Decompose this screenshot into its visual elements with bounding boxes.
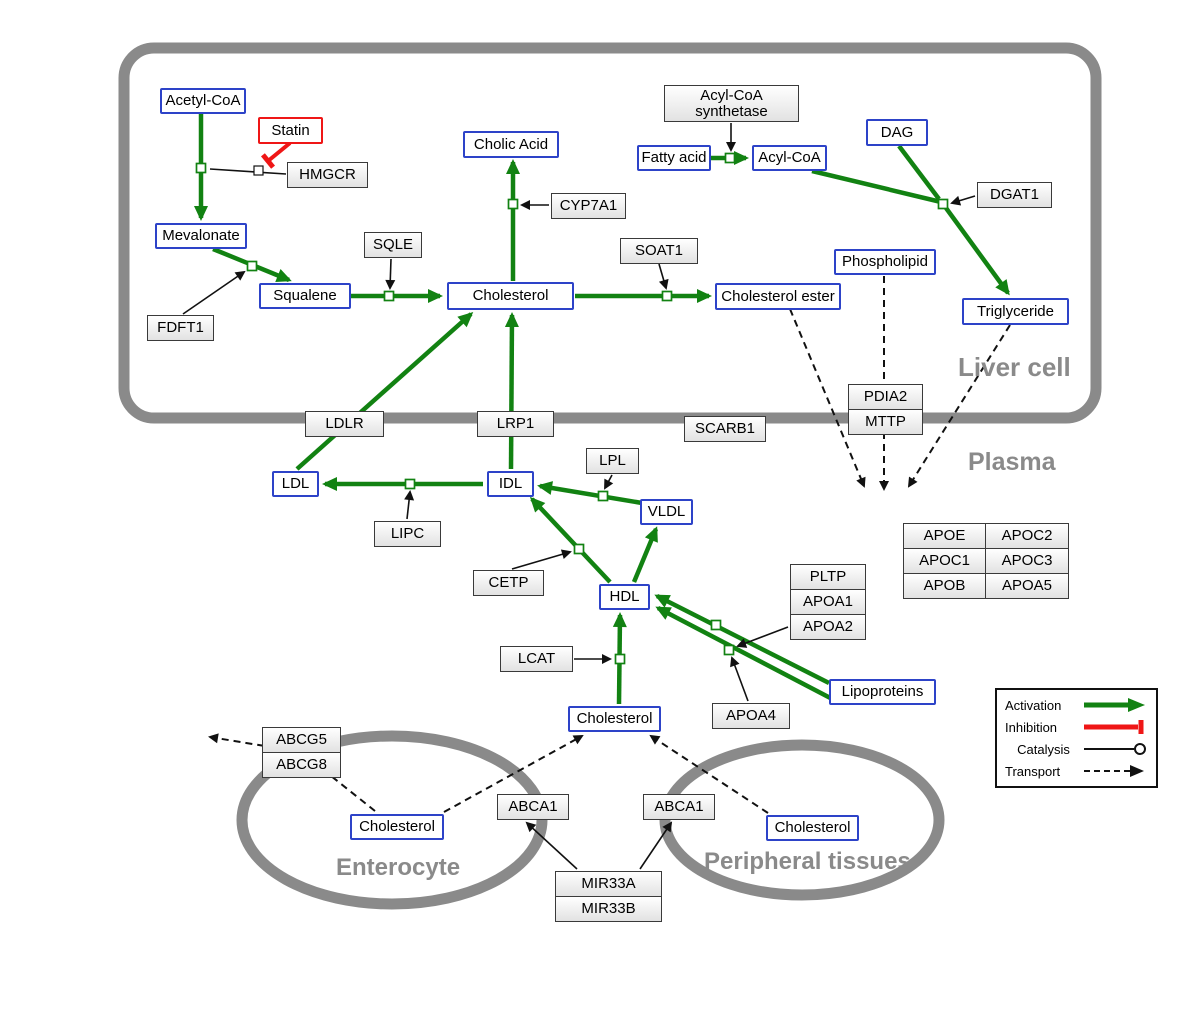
node-lpl[interactable]: LPL [586,448,639,474]
node-triglyceride[interactable]: Triglyceride [962,298,1069,325]
activation-edges [194,114,1010,705]
transport-dashed-arrow-icon [1084,765,1144,777]
catalysis-circle-icon [1084,743,1146,755]
node-pltp[interactable]: PLTP [790,564,866,590]
node-cyp7a1[interactable]: CYP7A1 [551,193,626,219]
node-apoc2[interactable]: APOC2 [985,523,1069,549]
node-mir33a[interactable]: MIR33A [555,871,662,897]
node-soat1[interactable]: SOAT1 [620,238,698,264]
node-apoa1[interactable]: APOA1 [790,589,866,615]
node-mir33b[interactable]: MIR33B [555,896,662,922]
node-statin[interactable]: Statin [258,117,323,144]
node-vldl[interactable]: VLDL [640,499,693,525]
enterocyte-label: Enterocyte [336,854,461,881]
inhibition-edge [260,141,292,169]
node-fatty-acid[interactable]: Fatty acid [637,145,711,171]
node-ldl[interactable]: LDL [272,471,319,497]
node-cholesterol-enterocyte[interactable]: Cholesterol [350,814,444,840]
node-cholesterol-plasma[interactable]: Cholesterol [568,706,661,732]
node-hdl[interactable]: HDL [599,584,650,610]
node-dag[interactable]: DAG [866,119,928,146]
node-acyl-coa[interactable]: Acyl-CoA [752,145,827,171]
node-apoa4[interactable]: APOA4 [712,703,790,729]
acyl-coa-synthetase-line2: synthetase [695,102,768,120]
node-pdia2[interactable]: PDIA2 [848,384,923,410]
node-cholic-acid[interactable]: Cholic Acid [463,131,559,158]
node-acetyl-coa-start[interactable]: Acetyl-CoA [160,88,246,114]
node-lipc[interactable]: LIPC [374,521,441,547]
legend-catalysis-row: Catalysis [1005,738,1148,760]
node-phospholipid[interactable]: Phospholipid [834,249,936,275]
node-fdft1[interactable]: FDFT1 [147,315,214,341]
node-apoe[interactable]: APOE [903,523,986,549]
node-apoc1[interactable]: APOC1 [903,548,986,574]
legend-inhibition-row: Inhibition [1005,716,1148,738]
transport-edges [208,276,1011,814]
compartment-outlines [118,42,1102,910]
peripheral-tissues-outline [659,739,945,901]
node-abcg5[interactable]: ABCG5 [262,727,341,753]
node-abca1-enterocyte[interactable]: ABCA1 [497,794,569,820]
node-ldlr[interactable]: LDLR [305,411,384,437]
node-cholesterol-ester[interactable]: Cholesterol ester [715,283,841,310]
node-apoa5[interactable]: APOA5 [985,573,1069,599]
catalysis-edges [182,123,976,870]
node-mevalonate[interactable]: Mevalonate [155,223,247,249]
acyl-coa-synthetase-line1: Acyl-CoA [700,86,763,104]
node-apob[interactable]: APOB [903,573,986,599]
legend-activation-row: Activation [1005,694,1148,716]
node-lipoproteins[interactable]: Lipoproteins [829,679,936,705]
node-cetp[interactable]: CETP [473,570,544,596]
node-hmgcr[interactable]: HMGCR [287,162,368,188]
node-apoc3[interactable]: APOC3 [985,548,1069,574]
activation-arrow-icon [1084,698,1145,712]
peripheral-tissues-label: Peripheral tissues [704,848,911,875]
node-apoa2[interactable]: APOA2 [790,614,866,640]
node-sqle[interactable]: SQLE [364,232,422,258]
legend: Activation Inhibition Catalysis Transpor… [995,688,1158,788]
node-cholesterol-liver[interactable]: Cholesterol [447,282,574,310]
node-abcg8[interactable]: ABCG8 [262,752,341,778]
process-nodes [195,152,949,665]
node-mttp[interactable]: MTTP [848,409,923,435]
node-idl[interactable]: IDL [487,471,534,497]
legend-inhibition-label: Inhibition [1005,719,1058,735]
node-dgat1[interactable]: DGAT1 [977,182,1052,208]
node-acyl-coa-synthetase[interactable]: Acyl-CoA synthetase [664,85,799,122]
inhibition-tbar-icon [1084,720,1144,734]
node-abca1-peripheral[interactable]: ABCA1 [643,794,715,820]
enterocyte-outline [236,730,548,910]
node-squalene[interactable]: Squalene [259,283,351,309]
liver-cell-label: Liver cell [958,352,1071,382]
legend-activation-label: Activation [1005,697,1062,713]
node-scarb1[interactable]: SCARB1 [684,416,766,442]
legend-transport-label: Transport [1005,763,1061,779]
legend-transport-row: Transport [1005,760,1148,782]
node-cholesterol-peripheral[interactable]: Cholesterol [766,815,859,841]
node-lrp1[interactable]: LRP1 [477,411,554,437]
node-lcat[interactable]: LCAT [500,646,573,672]
plasma-label: Plasma [968,448,1056,476]
legend-catalysis-label: Catalysis [1017,741,1070,757]
liver-cell-outline [118,42,1102,424]
